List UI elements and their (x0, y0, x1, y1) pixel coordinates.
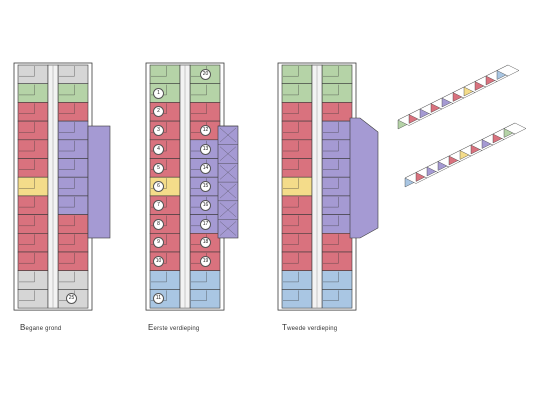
plan-2-unit-right-5 (321, 158, 353, 178)
first-floor-wing-cross (219, 202, 237, 217)
unit-number-label: 19 (200, 256, 211, 267)
plan-2-unit-right-7 (321, 195, 353, 215)
plan-0-unit-left-0 (17, 64, 49, 85)
unit-number-label: 9 (153, 237, 164, 249)
plan-0-unit-left-10 (17, 251, 49, 272)
plan-2-unit-left-0 (281, 64, 313, 85)
plan-1-unit-left-11 (149, 270, 181, 290)
plan-0-unit-right-11 (57, 270, 89, 290)
plan-0-unit-right-4 (57, 139, 89, 159)
plan-1-unit-right-1 (189, 83, 221, 103)
plan-2-unit-left-8 (281, 214, 313, 234)
plan-2-unit-right-2 (321, 102, 353, 122)
unit-number-label: 2 (153, 106, 164, 118)
plan-0-unit-right-0 (57, 64, 89, 85)
plan-2-unit-right-3 (321, 120, 353, 141)
plan-2-unit-right-11 (321, 270, 353, 290)
plan-0-unit-left-7 (17, 195, 49, 215)
plan-0-unit-left-12 (17, 289, 49, 309)
first-floor-wing-cross (219, 165, 237, 180)
plan-0-unit-right-1 (57, 83, 89, 103)
unit-number-label: 14 (200, 162, 211, 174)
first-floor-wing-cross (219, 183, 237, 199)
plan-1-unit-left-0 (149, 64, 181, 85)
plan-0-unit-left-11 (17, 270, 49, 290)
unit-number-label: 13 (200, 143, 211, 155)
unit-number-label: 10 (153, 256, 164, 267)
caption-second-floor: Tweede verdieping (282, 323, 338, 332)
plan-0-unit-left-5 (17, 158, 49, 178)
plan-1-unit-right-11 (189, 270, 221, 290)
plan-0-unit-right-7 (57, 195, 89, 215)
unit-number-label: 25 (66, 293, 77, 305)
plan-0-unit-left-1 (17, 83, 49, 103)
axonometric-view-top-roof-9 (496, 64, 520, 77)
unit-number-label: 8 (153, 218, 164, 230)
plan-0-unit-left-2 (17, 102, 49, 122)
unit-number-label: 4 (153, 143, 164, 155)
plan-2-unit-left-4 (281, 139, 313, 159)
plan-0-unit-right-10 (57, 251, 89, 272)
plan-2-unit-left-12 (281, 289, 313, 309)
plan-2-unit-left-2 (281, 102, 313, 122)
first-floor-wing-cross (219, 127, 237, 143)
plan-2-unit-right-10 (321, 251, 353, 272)
unit-number-label: 6 (153, 181, 164, 193)
plan-0-unit-left-4 (17, 139, 49, 159)
plan-2-unit-left-3 (281, 120, 313, 141)
axonometric-view-bottom-roof-9 (503, 122, 527, 135)
plan-0-unit-right-3 (57, 120, 89, 141)
plan-2-unit-right-9 (321, 233, 353, 253)
plan-0-unit-right-6 (57, 176, 89, 197)
plan-2-unit-right-8 (321, 214, 353, 234)
plan-0-unit-left-6 (17, 176, 49, 197)
plan-2-unit-left-10 (281, 251, 313, 272)
unit-number-label: 3 (153, 125, 164, 137)
second-floor-wing (349, 117, 379, 239)
unit-number-label: 18 (200, 237, 211, 249)
plan-2-unit-left-11 (281, 270, 313, 290)
unit-number-label: 17 (200, 218, 211, 230)
plan-1-unit-right-2 (189, 102, 221, 122)
unit-number-label: 11 (153, 293, 164, 305)
first-floor-wing-cross (219, 221, 237, 236)
plan-1-unit-right-12 (189, 289, 221, 309)
plan-0-unit-left-9 (17, 233, 49, 253)
plan-0-unit-left-3 (17, 120, 49, 141)
unit-number-label: 5 (153, 162, 164, 174)
plan-2-unit-left-7 (281, 195, 313, 215)
plan-0-unit-right-5 (57, 158, 89, 178)
unit-number-label: 1 (153, 87, 164, 99)
caption-first-floor: Eerste verdieping (148, 323, 200, 332)
plan-2-unit-right-1 (321, 83, 353, 103)
plan-2-unit-right-12 (321, 289, 353, 309)
plan-2-unit-right-6 (321, 176, 353, 197)
plan-0-unit-right-8 (57, 214, 89, 234)
caption-ground-floor: Begane grond (20, 323, 62, 332)
plan-0-unit-right-2 (57, 102, 89, 122)
unit-number-label: 20 (200, 69, 211, 80)
plan-2-unit-right-0 (321, 64, 353, 85)
plan-0-unit-right-9 (57, 233, 89, 253)
unit-number-label: 7 (153, 199, 164, 211)
first-floor-wing-cross (219, 146, 237, 161)
plan-2-unit-left-5 (281, 158, 313, 178)
ground-floor-wing (87, 125, 111, 239)
plan-2-unit-left-6 (281, 176, 313, 197)
plan-0-unit-left-8 (17, 214, 49, 234)
unit-number-label: 16 (200, 199, 211, 211)
plan-2-unit-left-9 (281, 233, 313, 253)
unit-number-label: 12 (200, 125, 211, 137)
plan-2-unit-right-4 (321, 139, 353, 159)
unit-number-label: 15 (200, 181, 211, 193)
plan-2-unit-left-1 (281, 83, 313, 103)
